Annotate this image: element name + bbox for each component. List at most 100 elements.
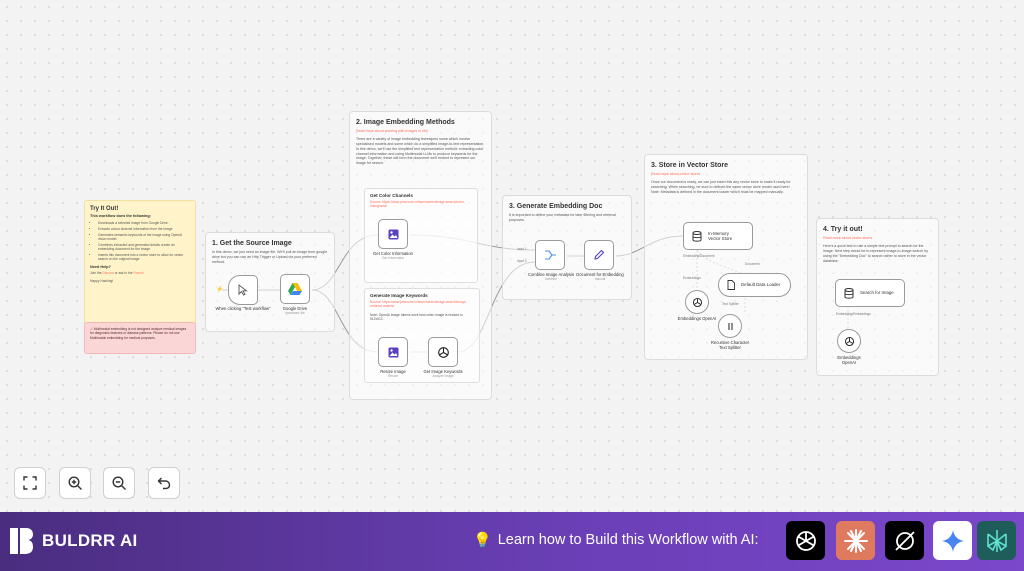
image-keywords-note: Generate Image Keywords Source: https://… bbox=[364, 288, 480, 383]
section-title: 3. Generate Embedding Doc bbox=[509, 203, 603, 210]
discord-link[interactable]: Discord bbox=[102, 271, 114, 276]
document-icon bbox=[727, 280, 735, 290]
section-link[interactable]: Read more about vector stores bbox=[651, 172, 701, 176]
grok-tile[interactable] bbox=[885, 521, 924, 560]
list-item: Combines extracted and generated details… bbox=[98, 243, 190, 252]
lightbulb-icon: 💡 bbox=[473, 532, 492, 549]
section-title: 2. Image Embedding Methods bbox=[356, 119, 455, 126]
warning-icon: ⚠ bbox=[90, 327, 93, 331]
gemini-tile[interactable] bbox=[933, 521, 972, 560]
section-title: 1. Get the Source Image bbox=[212, 240, 292, 247]
trigger-bolt-icon: ⚡ bbox=[216, 287, 224, 293]
note-title: Try It Out! bbox=[90, 206, 119, 212]
input2-label: Input 2 bbox=[517, 259, 527, 263]
embeddings-port-label-2: Embedding/Embeddings bbox=[836, 312, 871, 316]
grok-icon bbox=[894, 530, 915, 551]
recursive-text-splitter-node[interactable] bbox=[718, 314, 742, 338]
promo-footer: BULDRR AI 💡 Learn how to Build this Work… bbox=[0, 512, 1024, 571]
undo-button[interactable] bbox=[148, 467, 180, 499]
brand-name: BULDRR AI bbox=[42, 531, 138, 550]
openai-icon bbox=[437, 346, 449, 358]
input1-label: Input 1 bbox=[517, 247, 527, 251]
embeddings-openai-node-2[interactable] bbox=[837, 329, 861, 353]
embeddings-openai-label: Embeddings OpenAI bbox=[677, 316, 717, 321]
section-link[interactable]: Read more about vector stores bbox=[823, 236, 873, 240]
google-drive-icon bbox=[288, 283, 302, 295]
workflow-canvas[interactable]: Try It Out! This workflow does the follo… bbox=[0, 0, 1024, 512]
chatgpt-icon bbox=[795, 530, 816, 551]
help-title: Need Help? bbox=[90, 265, 111, 270]
sub-title: Generate Image Keywords bbox=[370, 293, 428, 298]
zoom-in-icon bbox=[67, 475, 82, 490]
resize-image-node[interactable] bbox=[378, 337, 408, 367]
claude-icon bbox=[843, 528, 868, 553]
list-item: Inserts this document into a vector stor… bbox=[98, 253, 190, 262]
perplexity-tile[interactable] bbox=[977, 521, 1016, 560]
trigger-node[interactable] bbox=[228, 275, 258, 305]
splitter-icon bbox=[727, 322, 733, 330]
gemini-icon bbox=[941, 529, 964, 552]
combine-image-analysis-node[interactable] bbox=[535, 240, 565, 270]
merge-icon bbox=[544, 250, 556, 260]
learn-banner: 💡 Learn how to Build this Workflow with … bbox=[473, 531, 759, 549]
forum-link[interactable]: Forum! bbox=[133, 271, 144, 276]
section-get-source-image: 1. Get the Source Image In this demo, we… bbox=[205, 232, 335, 332]
text-splitter-port-label: Text Splitter bbox=[722, 302, 739, 306]
embedding-doc-port-label: Embedding/Document bbox=[683, 254, 715, 258]
brand[interactable]: BULDRR AI bbox=[8, 526, 138, 556]
note-list: Downloads a selected image from Google D… bbox=[98, 221, 190, 261]
fit-view-button[interactable] bbox=[14, 467, 46, 499]
list-item: Downloads a selected image from Google D… bbox=[98, 221, 190, 225]
list-item: Generates semantic keywords of the image… bbox=[98, 233, 190, 242]
section-text: Once our document is ready, we can just … bbox=[651, 180, 791, 194]
help-line: Join the Discord or ask in the Forum! bbox=[90, 271, 144, 276]
get-color-information-node[interactable] bbox=[378, 219, 408, 249]
default-data-loader-node[interactable]: Default Data Loader bbox=[718, 273, 791, 297]
database-icon bbox=[692, 230, 702, 242]
zoom-in-button[interactable] bbox=[59, 467, 91, 499]
undo-icon bbox=[157, 477, 171, 490]
database-icon bbox=[844, 287, 854, 299]
sub-link[interactable]: Source: https://www.pinecone.io/learn/se… bbox=[370, 200, 465, 209]
perplexity-icon bbox=[986, 529, 1007, 552]
google-drive-node[interactable] bbox=[280, 274, 310, 304]
learn-text: Learn how to Build this Workflow with AI… bbox=[497, 532, 759, 548]
embeddings-openai-node[interactable] bbox=[685, 290, 709, 314]
openai-icon bbox=[844, 336, 854, 346]
zoom-out-icon bbox=[111, 475, 126, 490]
zoom-out-button[interactable] bbox=[103, 467, 135, 499]
document-for-embedding-node[interactable] bbox=[584, 240, 614, 270]
image-icon bbox=[388, 347, 398, 357]
claude-tile[interactable] bbox=[836, 521, 875, 560]
section-title: 3. Store in Vector Store bbox=[651, 162, 729, 169]
search-for-image-node[interactable]: Search for Image bbox=[835, 279, 905, 307]
sub-link[interactable]: Source: https://www.pinecone.io/learn/se… bbox=[370, 300, 467, 309]
sub-title: Get Color Channels bbox=[370, 193, 413, 198]
fit-view-icon bbox=[23, 476, 37, 490]
section-link[interactable]: Read more about working with images in n… bbox=[356, 129, 428, 133]
image-icon bbox=[388, 229, 398, 239]
list-item: Extracts colour channel information from… bbox=[98, 227, 190, 231]
section-title: 4. Try it out! bbox=[823, 226, 863, 233]
medical-warning: ⚠ Multimodal embedding is not designed a… bbox=[84, 322, 196, 354]
trigger-label: When clicking "Test workflow" bbox=[215, 306, 271, 311]
sub-text: Note: OpenAI image tokens work best when… bbox=[370, 312, 464, 321]
document-port-label: Document bbox=[745, 262, 760, 266]
chatgpt-tile[interactable] bbox=[786, 521, 825, 560]
note-subtitle: This workflow does the following: bbox=[90, 214, 151, 218]
get-image-keywords-node[interactable] bbox=[428, 337, 458, 367]
openai-icon bbox=[692, 297, 702, 307]
help-thanks: Happy Hacking! bbox=[90, 278, 114, 283]
embeddings-port-label: Embeddings bbox=[683, 276, 701, 280]
section-text: There are a variety of image embedding t… bbox=[356, 137, 485, 166]
buldrr-logo-icon bbox=[10, 528, 33, 554]
